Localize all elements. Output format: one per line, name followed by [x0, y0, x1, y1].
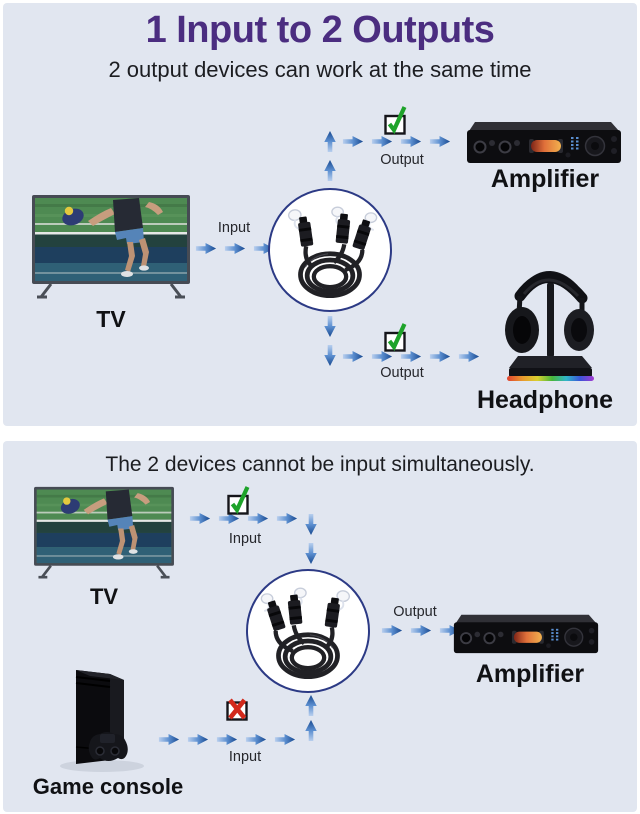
arrow-up-icon	[323, 159, 337, 182]
arrow-right-icon	[245, 733, 267, 746]
splitter-circle	[246, 569, 370, 693]
input-arrows	[195, 242, 275, 255]
arrow-up-icon	[323, 130, 337, 153]
checkmark-icon	[382, 321, 408, 352]
arrow-down-icon	[323, 344, 337, 367]
checkmark-icon	[225, 484, 251, 515]
arrow-right-icon	[195, 242, 217, 255]
amplifier-label: Amplifier	[490, 165, 600, 193]
arrow-right-icon	[429, 135, 451, 148]
arrow-right-icon	[400, 135, 422, 148]
arrow-right-icon	[224, 242, 246, 255]
amplifier-image	[465, 118, 623, 166]
headphone-image	[492, 252, 604, 387]
arrow-right-icon	[342, 350, 364, 363]
game-console-image	[50, 667, 165, 775]
arrow-up-icon	[304, 694, 318, 717]
output-arrows-headphone	[342, 350, 480, 363]
game-console-label: Game console	[32, 774, 184, 799]
arrow-right-icon	[158, 733, 180, 746]
splitter-cable-icon	[271, 191, 389, 309]
arrow-right-icon	[381, 624, 403, 637]
output-label: Output	[393, 604, 437, 620]
amplifier-label: Amplifier	[475, 660, 585, 688]
arrow-right-icon	[429, 350, 451, 363]
arrow-down-icon	[304, 542, 318, 565]
arrow-right-icon	[187, 733, 209, 746]
arrow-right-icon	[410, 624, 432, 637]
arrow-right-icon	[371, 135, 393, 148]
arrow-down-icon	[304, 513, 318, 536]
arrow-right-icon	[276, 512, 298, 525]
page-title: 1 Input to 2 Outputs	[145, 9, 495, 51]
cross-icon	[224, 694, 250, 724]
arrow-right-icon	[274, 733, 296, 746]
output-headphone-label: Output	[380, 365, 424, 381]
headphone-label: Headphone	[476, 386, 614, 414]
splitter-circle	[268, 188, 392, 312]
checkmark-icon	[382, 104, 408, 135]
output-amplifier-label: Output	[380, 152, 424, 168]
arrow-up-icon	[304, 719, 318, 742]
output-arrows	[381, 624, 461, 637]
console-input-arrows	[158, 733, 296, 746]
panel-single-input-rule: The 2 devices cannot be input simultaneo…	[3, 441, 637, 812]
panel-one-output-split: 1 Input to 2 Outputs 2 output devices ca…	[3, 3, 637, 426]
page-subtitle: 2 output devices can work at the same ti…	[108, 57, 532, 82]
panel-bottom-title: The 2 devices cannot be input simultaneo…	[105, 453, 535, 476]
arrow-right-icon	[458, 350, 480, 363]
console-input-label: Input	[228, 749, 262, 765]
tv-label: TV	[89, 584, 119, 609]
arrow-right-icon	[342, 135, 364, 148]
arrow-right-icon	[189, 512, 211, 525]
output-arrows-amplifier	[342, 135, 451, 148]
arrow-down-icon	[323, 315, 337, 338]
splitter-cable-icon	[249, 572, 367, 690]
tv-label: TV	[96, 306, 126, 332]
input-label: Input	[217, 220, 251, 236]
tv-input-label: Input	[228, 531, 262, 547]
tv-image	[31, 194, 191, 299]
tv-image	[33, 486, 175, 579]
arrow-right-icon	[216, 733, 238, 746]
amplifier-image	[452, 611, 600, 656]
